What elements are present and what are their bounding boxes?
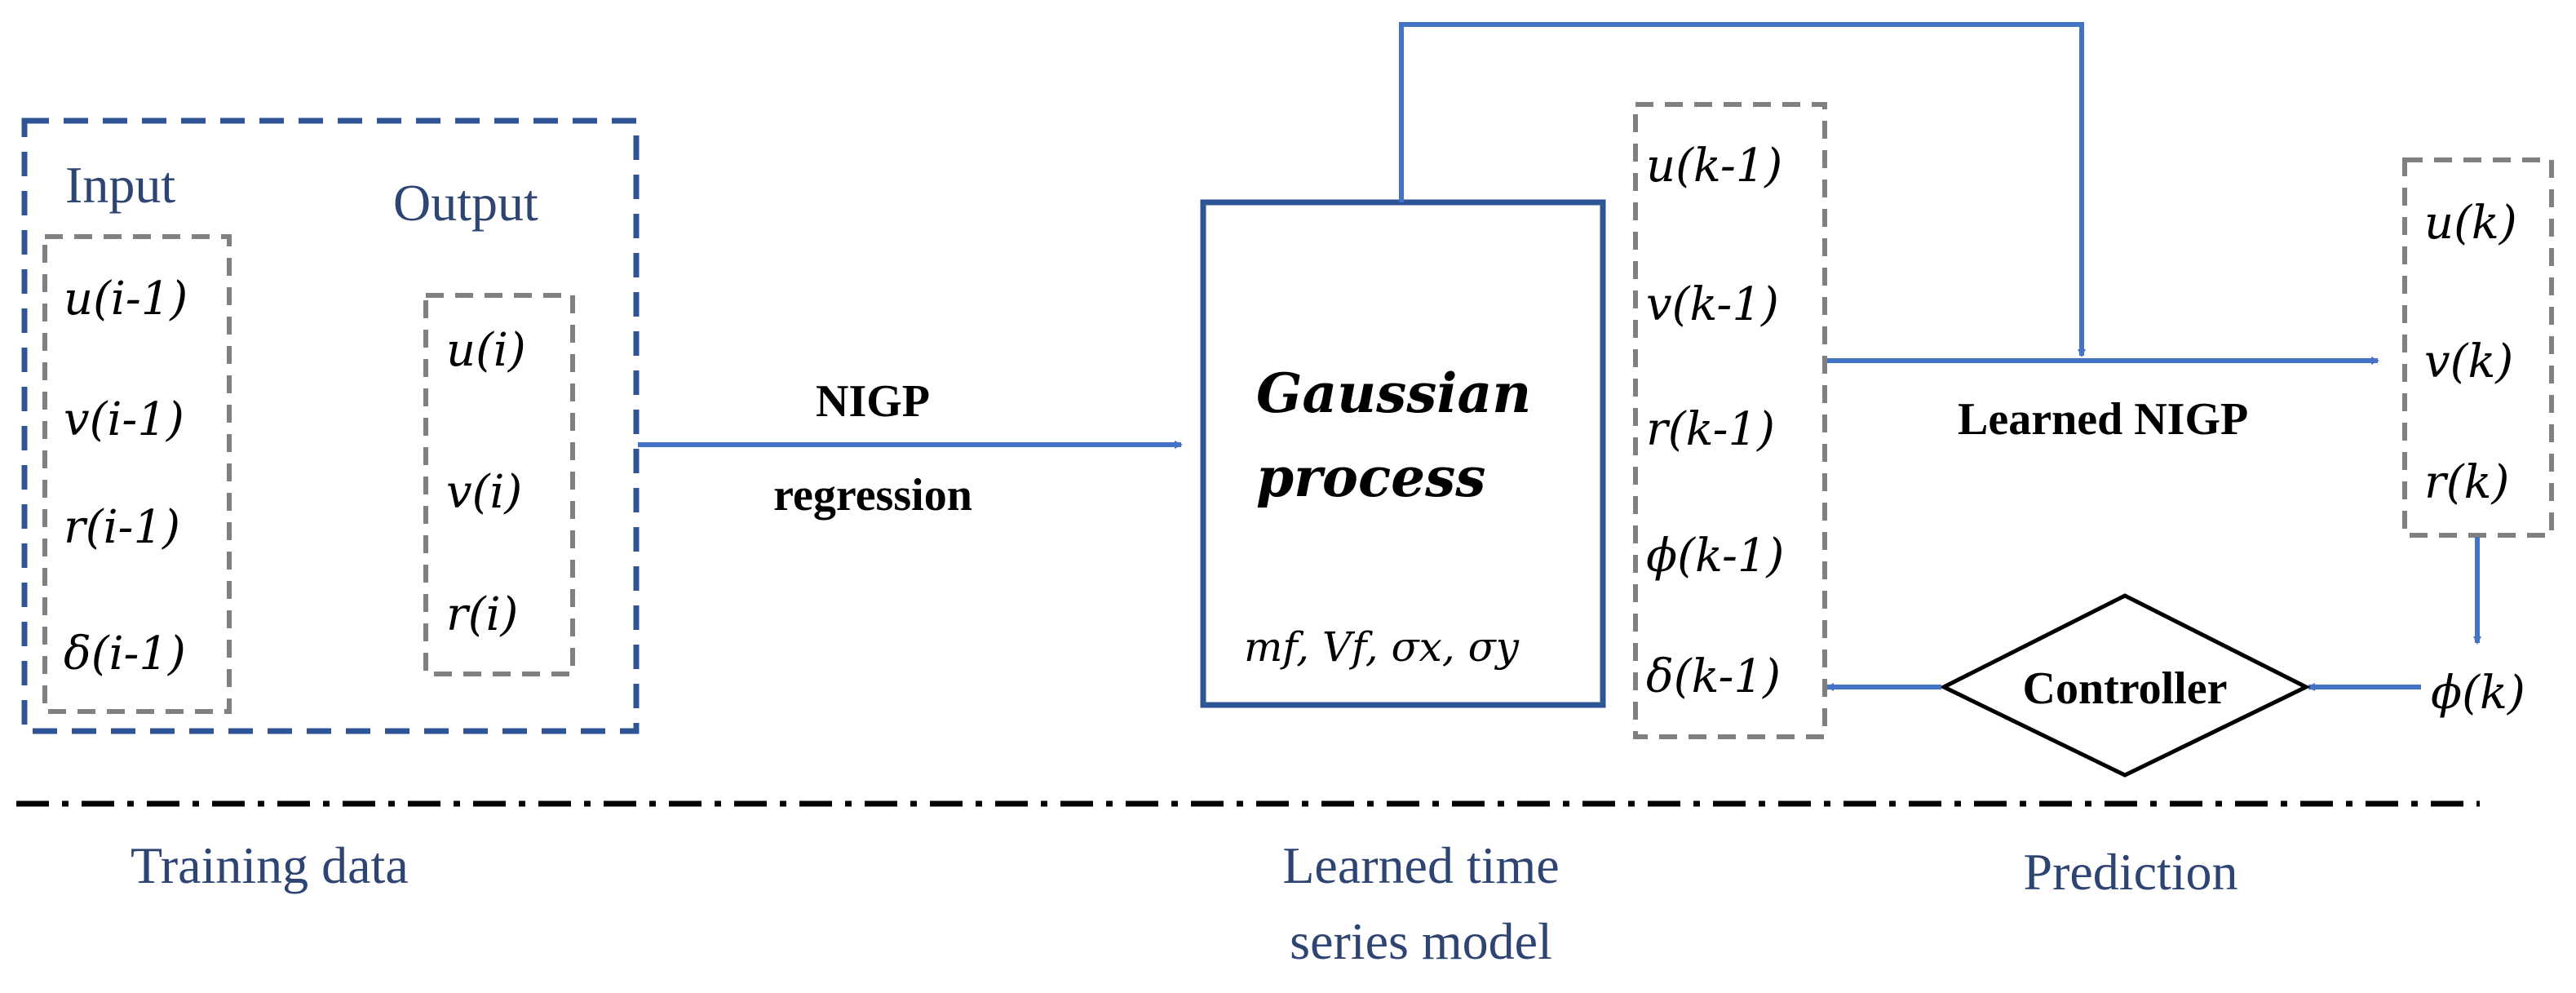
input-box [42,234,232,714]
model-r: r(k-1) [1646,403,1775,456]
footer-prediction: Prediction [2023,843,2237,901]
model-delta: δ(k-1) [1646,650,1781,703]
input-u: u(i-1) [64,273,188,326]
prediction-r: r(k) [2424,456,2509,509]
input-title: Input [65,156,175,214]
feedback-loop-arrow [1399,22,2086,357]
output-r: r(i) [446,588,518,641]
controller-label: Controller [2023,663,2228,714]
prediction-box [2402,157,2554,538]
controller-diamond [1939,593,2311,778]
regression-label-1: NIGP [816,376,930,427]
footer-training-data: Training data [131,836,409,894]
prediction-u: u(k) [2424,197,2517,250]
gp-title-line2: process [1256,446,1485,509]
footer-learned-model-2: series model [1290,912,1552,970]
model-u: u(k-1) [1646,140,1782,193]
footer-learned-model-1: Learned time [1282,836,1559,894]
regression-label-2: regression [773,470,972,521]
gp-title-line1: Gaussian [1256,361,1531,425]
output-title: Output [393,174,538,232]
gaussian-process-box [1200,199,1606,708]
output-box [423,293,575,676]
gp-parameters: mf, Vf, σx, σy [1244,623,1520,671]
output-u: u(i) [446,324,526,377]
prediction-v: v(k) [2424,335,2513,388]
input-r: r(i-1) [64,501,180,554]
model-vars-box [1633,102,1827,739]
phi-k: ϕ(k) [2431,667,2525,720]
input-delta: δ(i-1) [64,627,186,680]
output-v: v(i) [446,466,522,519]
training-data-box [21,117,640,734]
model-phi: ϕ(k-1) [1646,530,1784,583]
learned-nigp-label: Learned NIGP [1958,394,2248,445]
input-v: v(i-1) [64,393,184,446]
model-v: v(k-1) [1646,278,1779,331]
